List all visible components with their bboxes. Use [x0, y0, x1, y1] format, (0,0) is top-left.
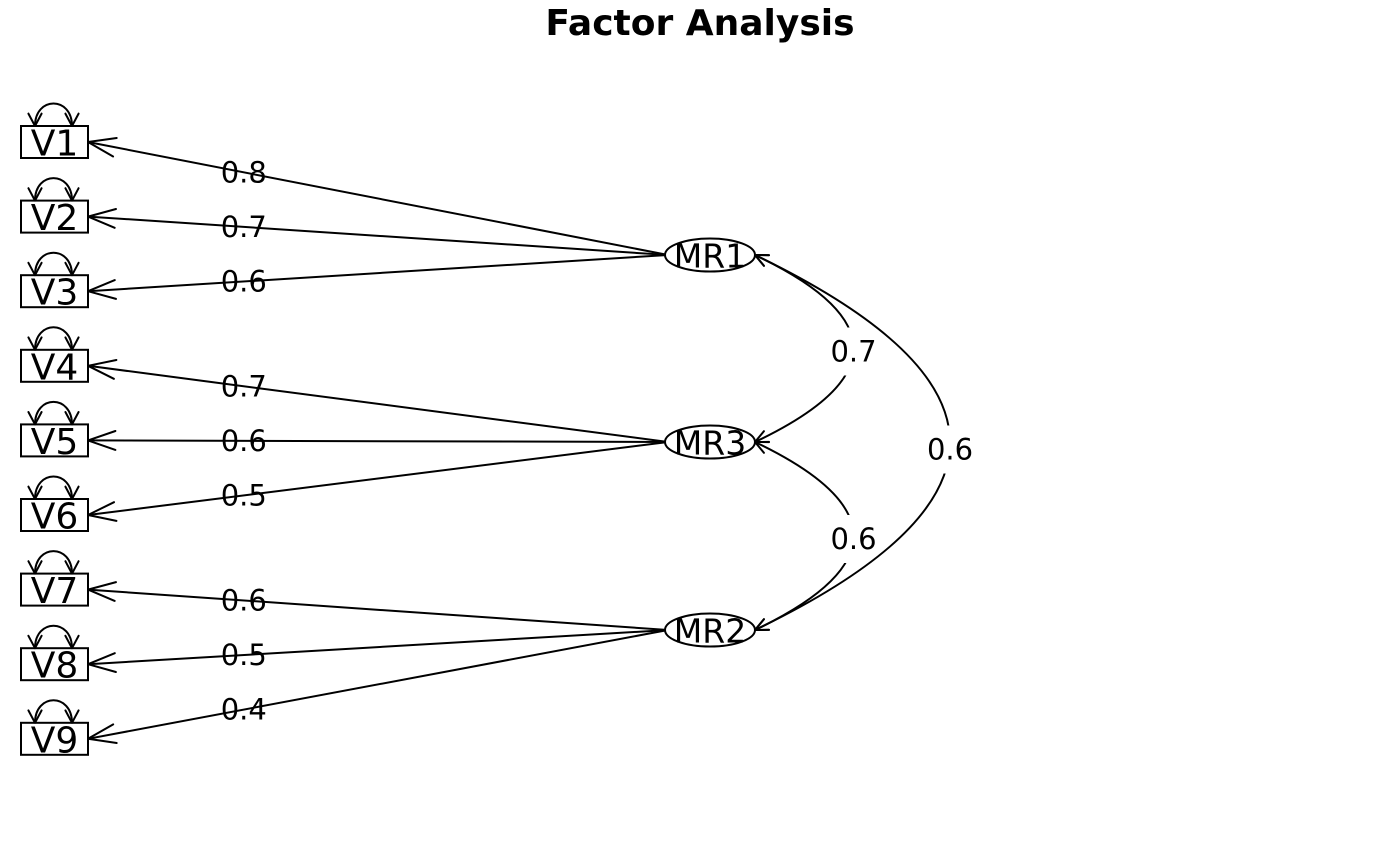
correlation-arrowhead-mr1-mr2-top: [754, 254, 770, 267]
diagram-title: Factor Analysis: [545, 3, 855, 44]
loading-label-v7: 0.6: [221, 584, 267, 618]
variable-label-v9: V9: [31, 720, 79, 761]
loading-line-v2: [87, 215, 669, 256]
loading-line-v6: [87, 441, 669, 516]
self-loop-arrowhead-left-v6: [27, 485, 43, 500]
self-loop-v8: [34, 624, 73, 649]
self-loop-arrowhead-left-v8: [27, 634, 43, 650]
correlation-arrowhead-mr1-mr2-bottom: [754, 618, 770, 631]
correlation-label-mr1-mr2: 0.6: [927, 433, 973, 467]
self-loop-v7: [34, 550, 73, 574]
self-loop-arrowhead-right-v6: [64, 485, 80, 500]
self-loop-v4: [34, 326, 73, 350]
loading-label-v9: 0.4: [221, 692, 267, 726]
self-loop-arrowhead-left-v9: [27, 709, 43, 724]
loading-line-v4: [87, 364, 669, 443]
variable-label-v2: V2: [31, 198, 79, 239]
variable-box-v3: [20, 274, 89, 309]
loading-label-v3: 0.6: [221, 264, 267, 298]
variable-label-v3: V3: [31, 273, 79, 314]
self-loop-arrowhead-right-v4: [64, 336, 80, 351]
self-loop-arrowhead-right-v8: [64, 634, 80, 650]
self-loop-arrowhead-right-v7: [64, 560, 80, 575]
correlation-arrowhead-mr3-mr2-top: [754, 441, 770, 454]
correlation-curve-mr1-mr2: [754, 254, 951, 631]
variable-box-v8: [20, 647, 89, 682]
variable-box-v6: [20, 498, 89, 532]
variable-box-v5: [20, 423, 89, 458]
correlation-label-gap-mr3-mr2: [824, 515, 883, 563]
self-loop-arrowhead-right-v5: [64, 411, 80, 426]
variable-label-v4: V4: [31, 347, 79, 388]
loading-label-v2: 0.7: [221, 210, 267, 244]
self-loop-arrowhead-right-v3: [64, 261, 80, 277]
loading-line-v7: [87, 588, 669, 631]
self-loop-arrowhead-left-v1: [27, 112, 43, 127]
loading-label-v1: 0.8: [221, 156, 267, 190]
correlation-label-mr3-mr2: 0.6: [830, 522, 876, 556]
loading-label-v4: 0.7: [221, 369, 267, 403]
variable-label-v5: V5: [31, 422, 79, 463]
variable-label-v8: V8: [31, 646, 79, 687]
correlation-label-gap-mr1-mr3: [824, 327, 883, 376]
correlation-label-mr1-mr3: 0.7: [830, 335, 876, 369]
self-loop-arrowhead-left-v7: [27, 560, 43, 575]
self-loop-arrowhead-left-v5: [27, 411, 43, 426]
self-loop-v1: [34, 102, 73, 127]
loading-label-v8: 0.5: [221, 638, 267, 672]
loading-label-v6: 0.5: [221, 478, 267, 512]
factor-label-mr2: MR2: [674, 612, 746, 651]
variable-box-v2: [20, 199, 89, 234]
loading-line-v8: [87, 629, 669, 666]
loading-line-v5: [87, 439, 669, 443]
variable-box-v7: [20, 572, 89, 607]
self-loop-v2: [34, 177, 73, 201]
factor-label-mr1: MR1: [674, 237, 746, 276]
variable-label-v1: V1: [31, 124, 79, 165]
loading-line-v1: [87, 141, 669, 256]
variable-box-v1: [20, 125, 89, 159]
self-loop-arrowhead-right-v9: [64, 709, 80, 724]
self-loop-arrowhead-left-v3: [27, 261, 43, 277]
variable-box-v9: [20, 721, 89, 756]
variable-label-v6: V6: [31, 497, 79, 538]
correlation-label-gap-mr1-mr2: [921, 425, 979, 474]
loading-label-v5: 0.6: [221, 424, 267, 458]
self-loop-v5: [34, 400, 73, 425]
variable-box-v4: [20, 348, 89, 383]
loading-line-v9: [87, 629, 669, 740]
factor-label-mr3: MR3: [674, 424, 746, 463]
self-loop-arrowhead-left-v4: [27, 336, 43, 351]
loading-line-v3: [87, 254, 669, 293]
self-loop-v3: [34, 251, 73, 276]
self-loop-arrowhead-left-v2: [27, 187, 43, 202]
self-loop-v6: [34, 475, 73, 500]
self-loop-arrowhead-right-v2: [64, 187, 80, 202]
variable-label-v7: V7: [31, 571, 79, 612]
self-loop-arrowhead-right-v1: [64, 112, 80, 127]
self-loop-v9: [34, 699, 73, 723]
